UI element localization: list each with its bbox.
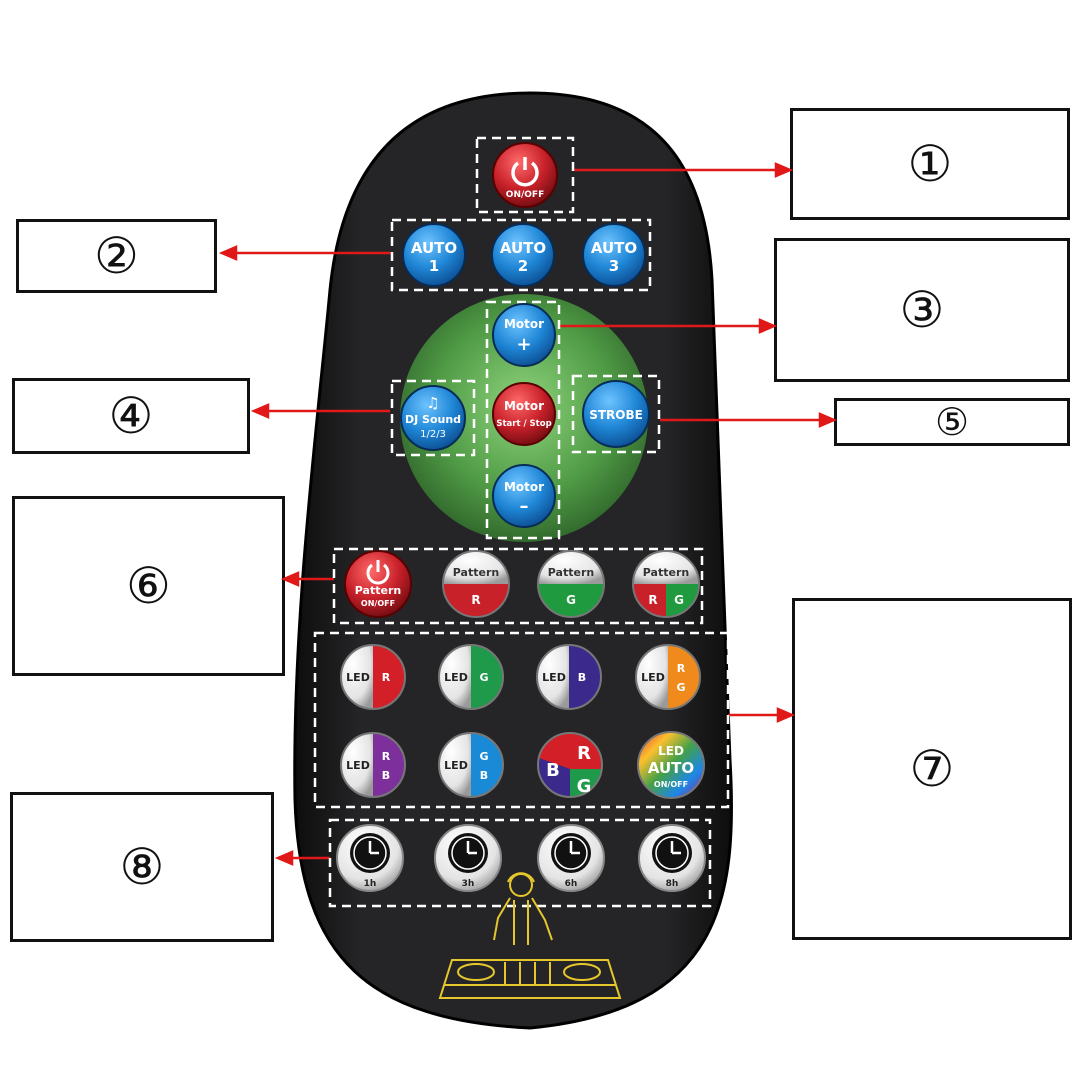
- callout-number-5: ⑤: [934, 400, 970, 444]
- strobe-label: STROBE: [589, 408, 643, 422]
- music-note-icon: ♫: [426, 394, 439, 412]
- auto-3-label-top: AUTO: [591, 239, 637, 257]
- auto-3-button[interactable]: AUTO 3: [582, 223, 646, 287]
- pattern-g-label-color: G: [566, 593, 576, 607]
- group-outlines: [313, 136, 730, 908]
- pattern-g-label-top: Pattern: [548, 566, 594, 579]
- pattern-power-button[interactable]: Pattern ON/OFF: [344, 550, 412, 618]
- power-button-label: ON/OFF: [506, 190, 544, 200]
- led-rg-label-right-top: R: [677, 662, 686, 675]
- led-gb-label-right-top: G: [479, 750, 488, 763]
- motor-start-label-bottom: Start / Stop: [496, 419, 551, 429]
- led-gb-label-left: LED: [444, 759, 468, 772]
- pattern-r-label-color: R: [471, 593, 480, 607]
- timer-6h-label: 6h: [565, 879, 578, 889]
- led-rb-label-right-bottom: B: [382, 769, 390, 782]
- pattern-power-icon: [366, 563, 390, 585]
- callout-box-6: ⑥: [12, 496, 285, 676]
- pattern-power-label-top: Pattern: [355, 584, 401, 597]
- motor-minus-label-top: Motor: [504, 480, 544, 494]
- led-auto-button[interactable]: LED AUTO ON/OFF: [637, 731, 705, 799]
- callout-box-2: ②: [16, 219, 217, 293]
- dj-sound-label-bottom: 1/2/3: [420, 429, 446, 440]
- led-gb-button[interactable]: LED G B: [438, 732, 504, 798]
- led-rb-label-right-top: R: [382, 750, 391, 763]
- led-g-label-left: LED: [444, 671, 468, 684]
- led-rb-button[interactable]: LED R B: [340, 732, 406, 798]
- pattern-g-button[interactable]: Pattern G: [537, 550, 605, 618]
- rbg-label-r: R: [577, 743, 591, 764]
- callout-box-1: ①: [790, 108, 1070, 220]
- led-rb-label-left: LED: [346, 759, 370, 772]
- rbg-label-b: B: [546, 760, 560, 781]
- power-button[interactable]: ON/OFF: [492, 142, 558, 208]
- timer-8h-label: 8h: [666, 879, 679, 889]
- auto-2-label-bottom: 2: [518, 257, 528, 275]
- dj-sound-button[interactable]: ♫ DJ Sound 1/2/3: [400, 385, 466, 451]
- led-r-button[interactable]: LED R: [340, 644, 406, 710]
- pattern-power-label-bottom: ON/OFF: [361, 599, 395, 608]
- auto-1-button[interactable]: AUTO 1: [402, 223, 466, 287]
- pattern-rg-button[interactable]: Pattern R G: [632, 550, 700, 618]
- callout-number-8: ⑧: [119, 838, 165, 896]
- led-g-button[interactable]: LED G: [438, 644, 504, 710]
- pattern-r-label-top: Pattern: [453, 566, 499, 579]
- power-icon: [511, 161, 539, 187]
- callout-number-1: ①: [907, 135, 953, 193]
- led-b-button[interactable]: LED B: [536, 644, 602, 710]
- led-auto-label-3: ON/OFF: [654, 780, 688, 789]
- callout-arrows: [218, 162, 838, 866]
- callout-box-8: ⑧: [10, 792, 274, 942]
- callout-box-5: ⑤: [834, 398, 1070, 446]
- callout-box-7: ⑦: [792, 598, 1072, 940]
- led-b-label-left: LED: [542, 671, 566, 684]
- auto-2-label-top: AUTO: [500, 239, 546, 257]
- callout-box-4: ④: [12, 378, 250, 454]
- led-r-label-right: R: [382, 671, 391, 684]
- led-gb-label-right-bottom: B: [480, 769, 488, 782]
- auto-3-label-bottom: 3: [609, 257, 619, 275]
- strobe-button[interactable]: STROBE: [582, 380, 650, 448]
- motor-plus-button[interactable]: Motor +: [492, 303, 556, 367]
- motor-start-stop-button[interactable]: Motor Start / Stop: [492, 382, 556, 446]
- led-b-label-right: B: [578, 671, 586, 684]
- callout-number-4: ④: [108, 387, 154, 445]
- rbg-label-g: G: [577, 776, 592, 797]
- pattern-r-button[interactable]: Pattern R: [442, 550, 510, 618]
- callout-number-2: ②: [94, 227, 139, 285]
- motor-start-label-top: Motor: [504, 399, 544, 413]
- led-auto-label-2: AUTO: [648, 759, 694, 777]
- timer-3h-button[interactable]: 3h: [434, 824, 502, 892]
- motor-minus-label-bottom: –: [520, 496, 529, 517]
- timer-3h-label: 3h: [462, 879, 475, 889]
- callout-number-3: ③: [899, 281, 945, 339]
- led-g-label-right: G: [479, 671, 488, 684]
- motor-plus-label-bottom: +: [516, 334, 531, 355]
- motor-plus-label-top: Motor: [504, 317, 544, 331]
- timer-8h-button[interactable]: 8h: [638, 824, 706, 892]
- auto-1-label-top: AUTO: [411, 239, 457, 257]
- motor-minus-button[interactable]: Motor –: [492, 464, 556, 528]
- led-r-label-left: LED: [346, 671, 370, 684]
- pattern-rg-label-top: Pattern: [643, 566, 689, 579]
- timer-6h-button[interactable]: 6h: [537, 824, 605, 892]
- auto-2-button[interactable]: AUTO 2: [491, 223, 555, 287]
- led-rg-label-left: LED: [641, 671, 665, 684]
- led-rg-label-right-bottom: G: [676, 681, 685, 694]
- auto-1-label-bottom: 1: [429, 257, 439, 275]
- dj-sound-label-top: DJ Sound: [405, 413, 461, 426]
- callout-number-7: ⑦: [909, 740, 955, 798]
- pattern-rg-label-a: R: [648, 593, 657, 607]
- callout-number-6: ⑥: [126, 557, 171, 615]
- timer-1h-button[interactable]: 1h: [336, 824, 404, 892]
- led-rg-button[interactable]: LED R G: [635, 644, 701, 710]
- pattern-rg-label-b: G: [674, 593, 684, 607]
- led-auto-label-1: LED: [658, 744, 684, 758]
- dj-logo-icon: [438, 872, 622, 999]
- rbg-button[interactable]: R B G: [530, 725, 610, 805]
- callout-box-3: ③: [774, 238, 1070, 382]
- timer-1h-label: 1h: [364, 879, 377, 889]
